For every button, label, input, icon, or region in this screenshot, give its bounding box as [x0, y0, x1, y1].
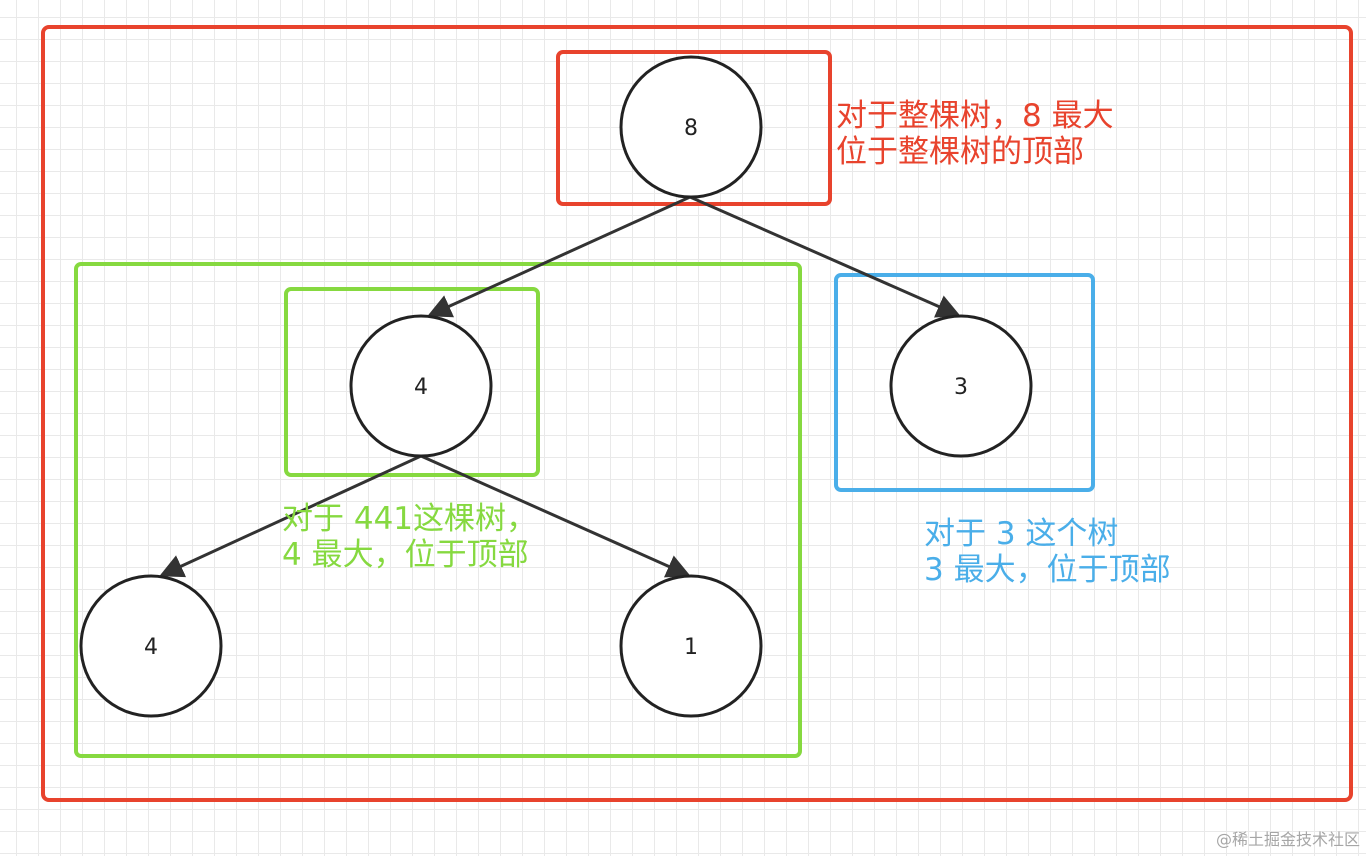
tree-node-left: 4 [349, 314, 493, 458]
left-node-highlight-box [284, 287, 540, 477]
right-annotation-line-1: 对于 3 这个树 [924, 516, 1119, 552]
tree-node-right: 3 [889, 314, 1033, 458]
root-annotation: 对于整棵树，8 最大 位于整棵树的顶部 [836, 98, 1114, 170]
left-subtree-box [74, 262, 802, 758]
right-subtree-annotation: 对于 3 这个树 3 最大，位于顶部 [924, 516, 1171, 588]
tree-node-left-left: 4 [79, 574, 223, 718]
node-left-right-value: 1 [684, 635, 698, 660]
node-left-left-value: 4 [144, 635, 158, 660]
outer-frame [41, 25, 1353, 802]
left-annotation-line-1: 对于 441这棵树， [282, 501, 538, 537]
edge-left-leftleft [159, 454, 422, 578]
edge-left-leftright [420, 454, 691, 578]
root-annotation-line-1: 对于整棵树，8 最大 [836, 98, 1114, 134]
edge-root-left [427, 195, 691, 318]
node-root-value: 8 [684, 116, 698, 141]
root-highlight-box [556, 50, 832, 206]
watermark: @稀土掘金技术社区 [1215, 830, 1360, 849]
right-annotation-line-2: 3 最大，位于顶部 [924, 552, 1171, 588]
node-left-value: 4 [414, 375, 428, 400]
tree-node-left-right: 1 [619, 574, 763, 718]
left-subtree-annotation: 对于 441这棵树， 4 最大，位于顶部 [282, 501, 537, 573]
root-annotation-line-2: 位于整棵树的顶部 [836, 134, 1084, 170]
node-right-value: 3 [954, 375, 968, 400]
edge-root-right [689, 195, 961, 318]
tree-node-root: 8 [619, 55, 763, 199]
right-subtree-box [834, 273, 1095, 492]
left-annotation-line-2: 4 最大，位于顶部 [282, 537, 529, 573]
